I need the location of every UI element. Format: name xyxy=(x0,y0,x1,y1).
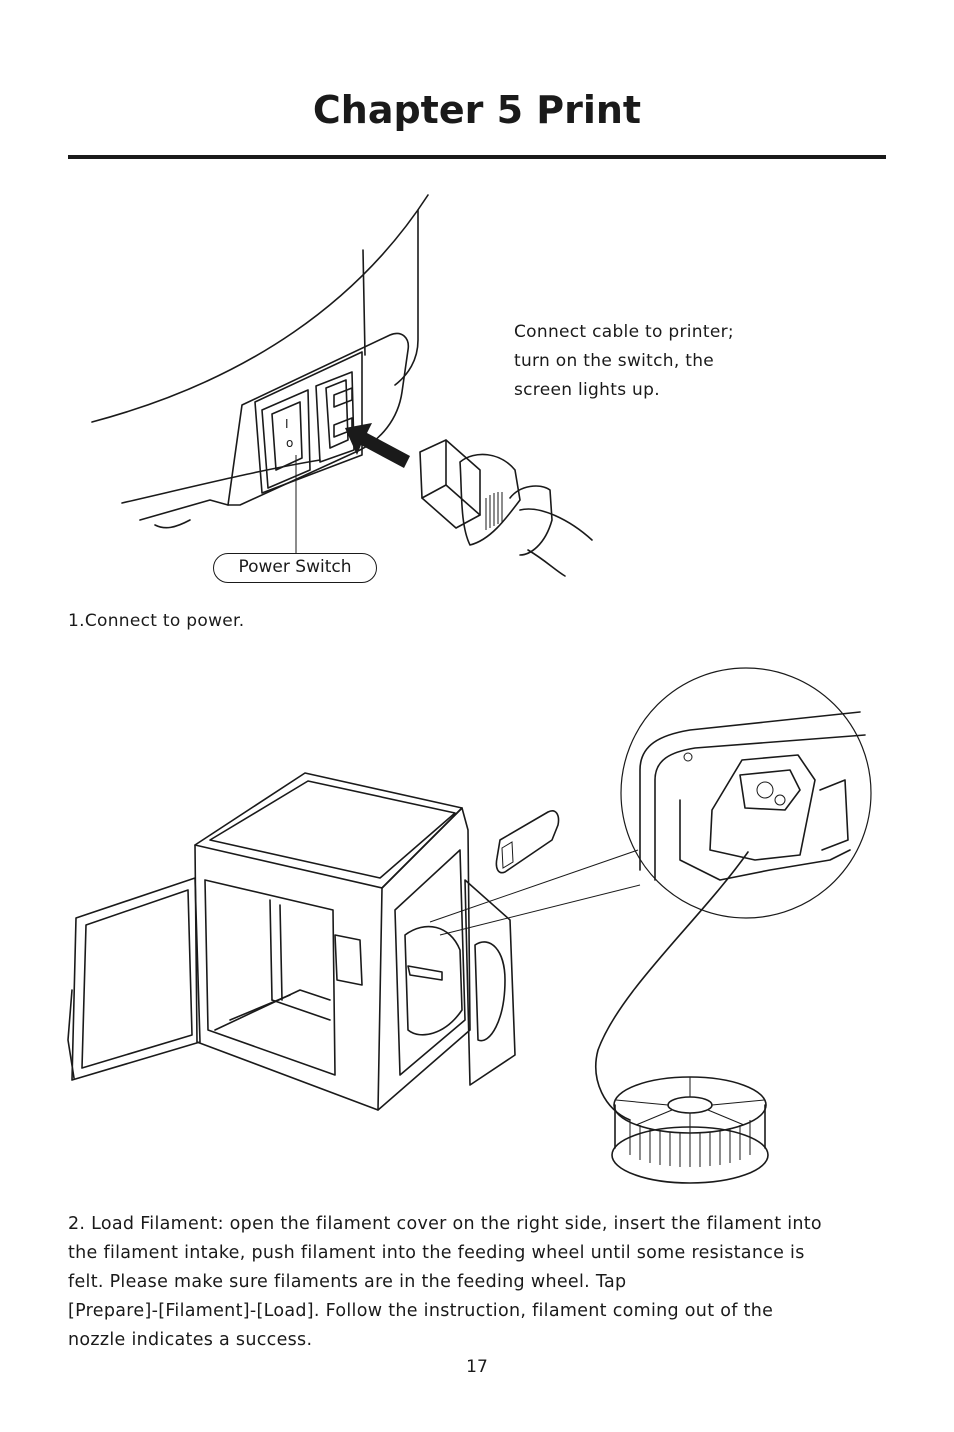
page-number: 17 xyxy=(466,1357,488,1377)
power-switch-label: Power Switch xyxy=(213,553,377,583)
step-2-line: nozzle indicates a success. xyxy=(68,1330,313,1350)
extruder-closeup-icon xyxy=(620,667,872,919)
load-filament-illustration xyxy=(67,667,872,1184)
callout-line: turn on the switch, the xyxy=(514,351,715,371)
step-2-line: felt. Please make sure filaments are in … xyxy=(68,1272,627,1292)
power-connection-illustration: I o xyxy=(91,194,593,577)
page-title: Chapter 5 Print xyxy=(312,88,642,132)
filament-spool-icon xyxy=(611,1076,769,1184)
callout-text: Connect cable to printer; turn on the sw… xyxy=(514,318,834,405)
svg-text:o: o xyxy=(286,436,293,450)
title-divider xyxy=(68,155,886,159)
step-1-text: 1.Connect to power. xyxy=(68,611,245,631)
step-2-text: 2. Load Filament: open the filament cove… xyxy=(68,1210,898,1355)
callout-line: screen lights up. xyxy=(514,380,660,400)
step-2-line: 2. Load Filament: open the filament cove… xyxy=(68,1214,822,1234)
callout-line: Connect cable to printer; xyxy=(514,322,734,342)
step-2-line: [Prepare]-[Filament]-[Load]. Follow the … xyxy=(68,1301,774,1321)
insert-arrow-icon xyxy=(345,423,410,468)
svg-text:I: I xyxy=(285,417,289,431)
power-switch-icon: I o xyxy=(271,401,303,471)
power-plug-icon xyxy=(419,439,593,577)
step-2-line: the filament intake, push filament into … xyxy=(68,1243,805,1263)
